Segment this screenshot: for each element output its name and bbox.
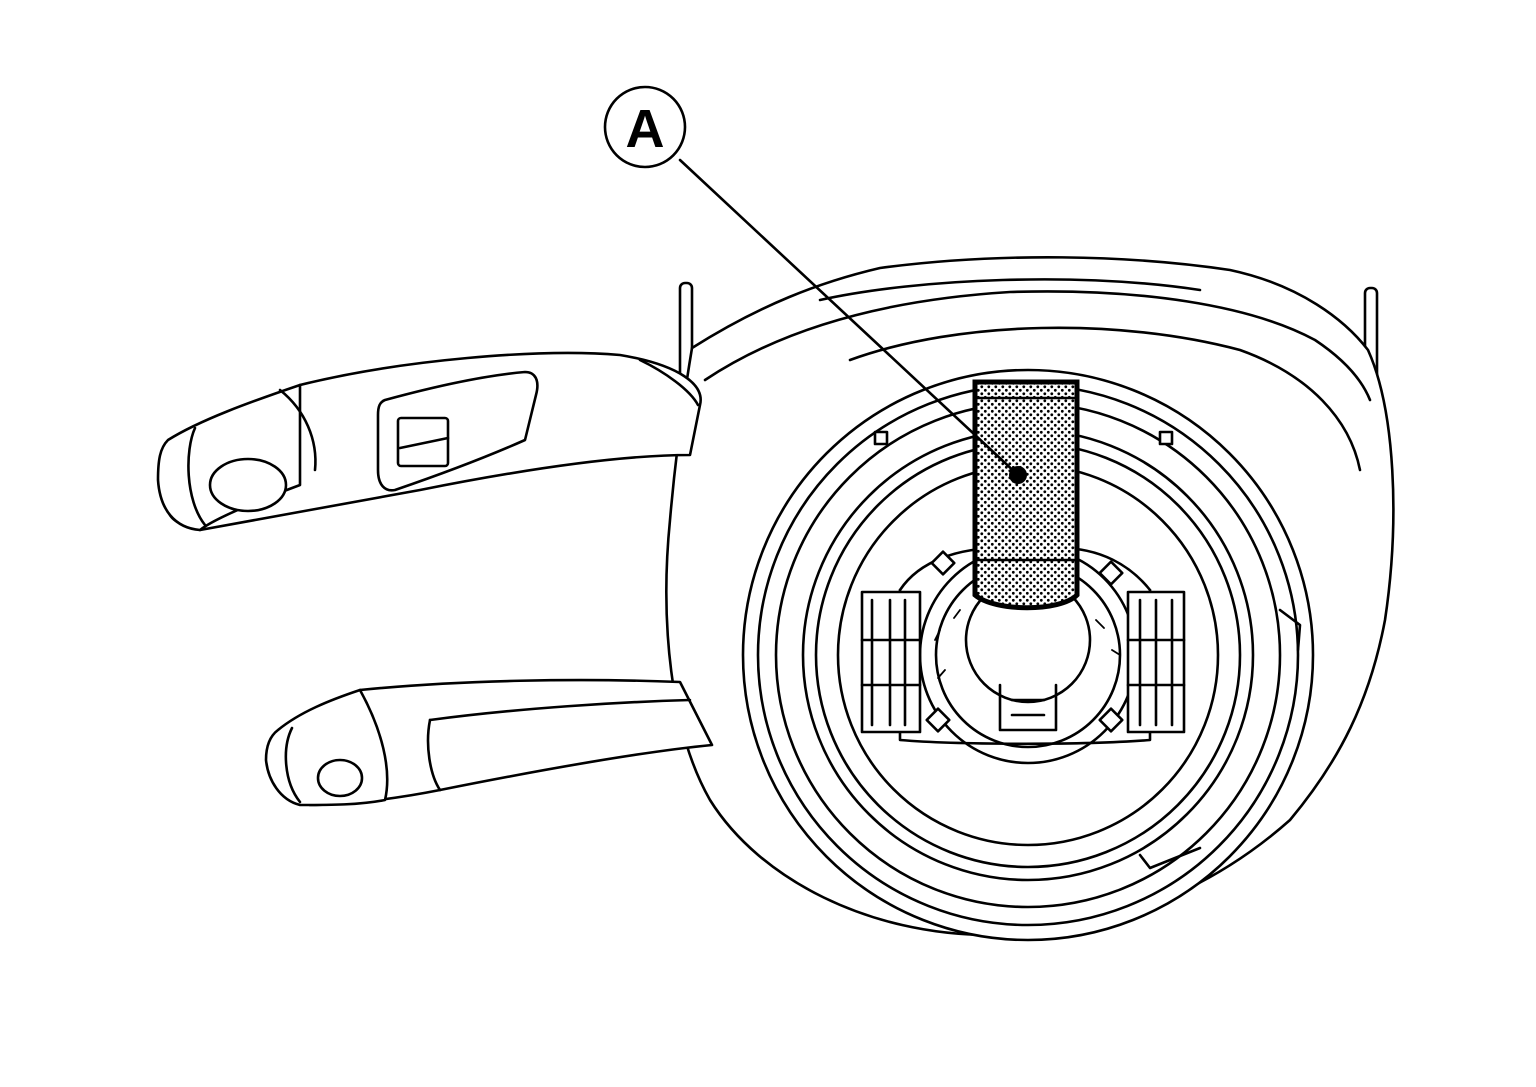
center-hub (898, 545, 1152, 765)
side-connectors (860, 590, 1186, 734)
callout-a-leader-line (678, 158, 1020, 477)
callout-a: A (603, 85, 1020, 477)
callout-a-label: A (626, 99, 665, 159)
part-a-highlight (972, 379, 1080, 611)
upper-lever (156, 351, 702, 532)
callout-a-circle (603, 85, 687, 169)
lower-lever (264, 678, 714, 807)
